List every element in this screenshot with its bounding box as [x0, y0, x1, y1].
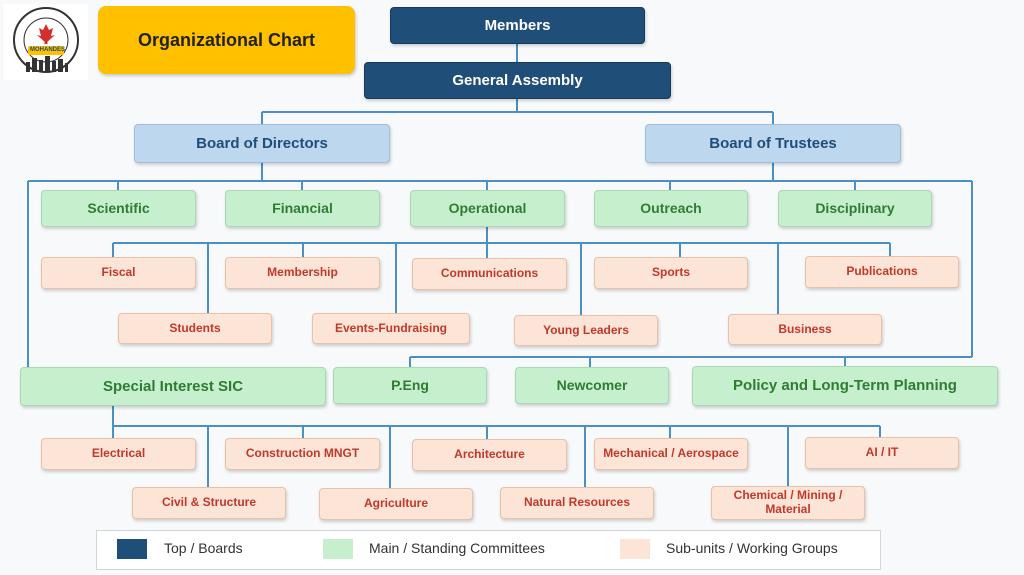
sic-architecture: Architecture — [412, 439, 567, 471]
legend-label-main: Main / Standing Committees — [369, 540, 545, 556]
committee-financial: Financial — [225, 190, 380, 227]
unit-publications: Publications — [805, 256, 959, 288]
unit-young-leaders: Young Leaders — [514, 315, 658, 346]
legend-label-top: Top / Boards — [164, 540, 243, 556]
members-box: Members — [390, 7, 645, 44]
sic-mechanical-aerospace: Mechanical / Aerospace — [594, 438, 748, 470]
general-assembly-box: General Assembly — [364, 62, 671, 99]
board-of-trustees-box: Board of Trustees — [645, 124, 901, 163]
sic-civil-structure: Civil & Structure — [132, 487, 286, 519]
legend-swatch-sub — [620, 539, 650, 559]
committee-operational: Operational — [410, 190, 565, 227]
committee-scientific: Scientific — [41, 190, 196, 227]
legend-swatch-top — [117, 539, 147, 559]
board-of-directors-box: Board of Directors — [134, 124, 390, 163]
committee-newcomer: Newcomer — [515, 367, 669, 404]
unit-students: Students — [118, 313, 272, 344]
sic-chemical-mining-material: Chemical / Mining / Material — [711, 486, 865, 520]
unit-communications: Communications — [412, 258, 567, 290]
unit-events-fundraising: Events-Fundraising — [312, 313, 470, 344]
committee-disciplinary: Disciplinary — [778, 190, 932, 227]
committee-outreach: Outreach — [594, 190, 748, 227]
unit-membership: Membership — [225, 257, 380, 289]
committee-p-eng: P.Eng — [333, 367, 487, 404]
sic-natural-resources: Natural Resources — [500, 487, 654, 519]
unit-sports: Sports — [594, 257, 748, 289]
mohandes-logo: MOHANDES — [4, 4, 88, 80]
sic-electrical: Electrical — [41, 438, 196, 470]
unit-business: Business — [728, 314, 882, 345]
committee-policy-long-term-planning: Policy and Long-Term Planning — [692, 366, 998, 406]
sic-ai-it: AI / IT — [805, 437, 959, 469]
legend: Top / Boards Main / Standing Committees … — [96, 530, 881, 570]
unit-fiscal: Fiscal — [41, 257, 196, 289]
committee-special-interest-sic: Special Interest SIC — [20, 367, 326, 406]
sic-construction-mngt: Construction MNGT — [225, 438, 380, 470]
chart-title: Organizational Chart — [98, 6, 355, 74]
legend-label-sub: Sub-units / Working Groups — [666, 540, 838, 556]
logo-text: MOHANDES — [30, 47, 66, 53]
sic-agriculture: Agriculture — [319, 488, 473, 520]
legend-swatch-main — [323, 539, 353, 559]
